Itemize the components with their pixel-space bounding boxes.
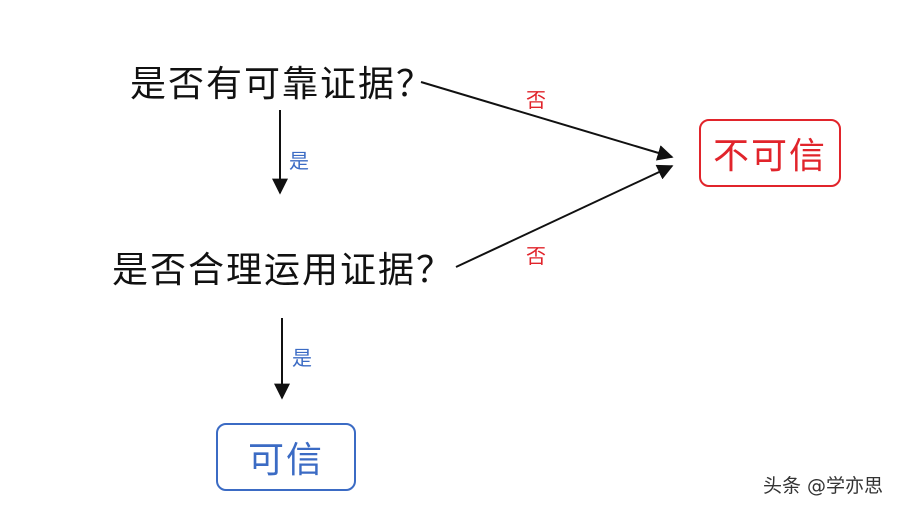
edge-label-yes-2: 是 — [292, 346, 312, 370]
question-reliable-evidence: 是否有可靠证据？ — [130, 64, 435, 105]
result-trusted-label: 可信 — [247, 440, 324, 481]
result-trusted-box: 可信 — [216, 423, 356, 491]
result-untrusted-label: 不可信 — [712, 136, 827, 177]
question-reasonable-use: 是否合理运用证据？ — [112, 250, 455, 291]
edge-label-yes-1: 是 — [289, 149, 309, 173]
edge-label-no-1: 否 — [526, 88, 546, 112]
watermark: 头条 @学亦思 — [762, 475, 883, 497]
arrow-q2-to-untrusted — [455, 164, 674, 268]
result-untrusted-box: 不可信 — [699, 119, 841, 187]
arrow-q1-to-untrusted — [420, 81, 674, 161]
edge-label-no-2: 否 — [526, 244, 546, 268]
